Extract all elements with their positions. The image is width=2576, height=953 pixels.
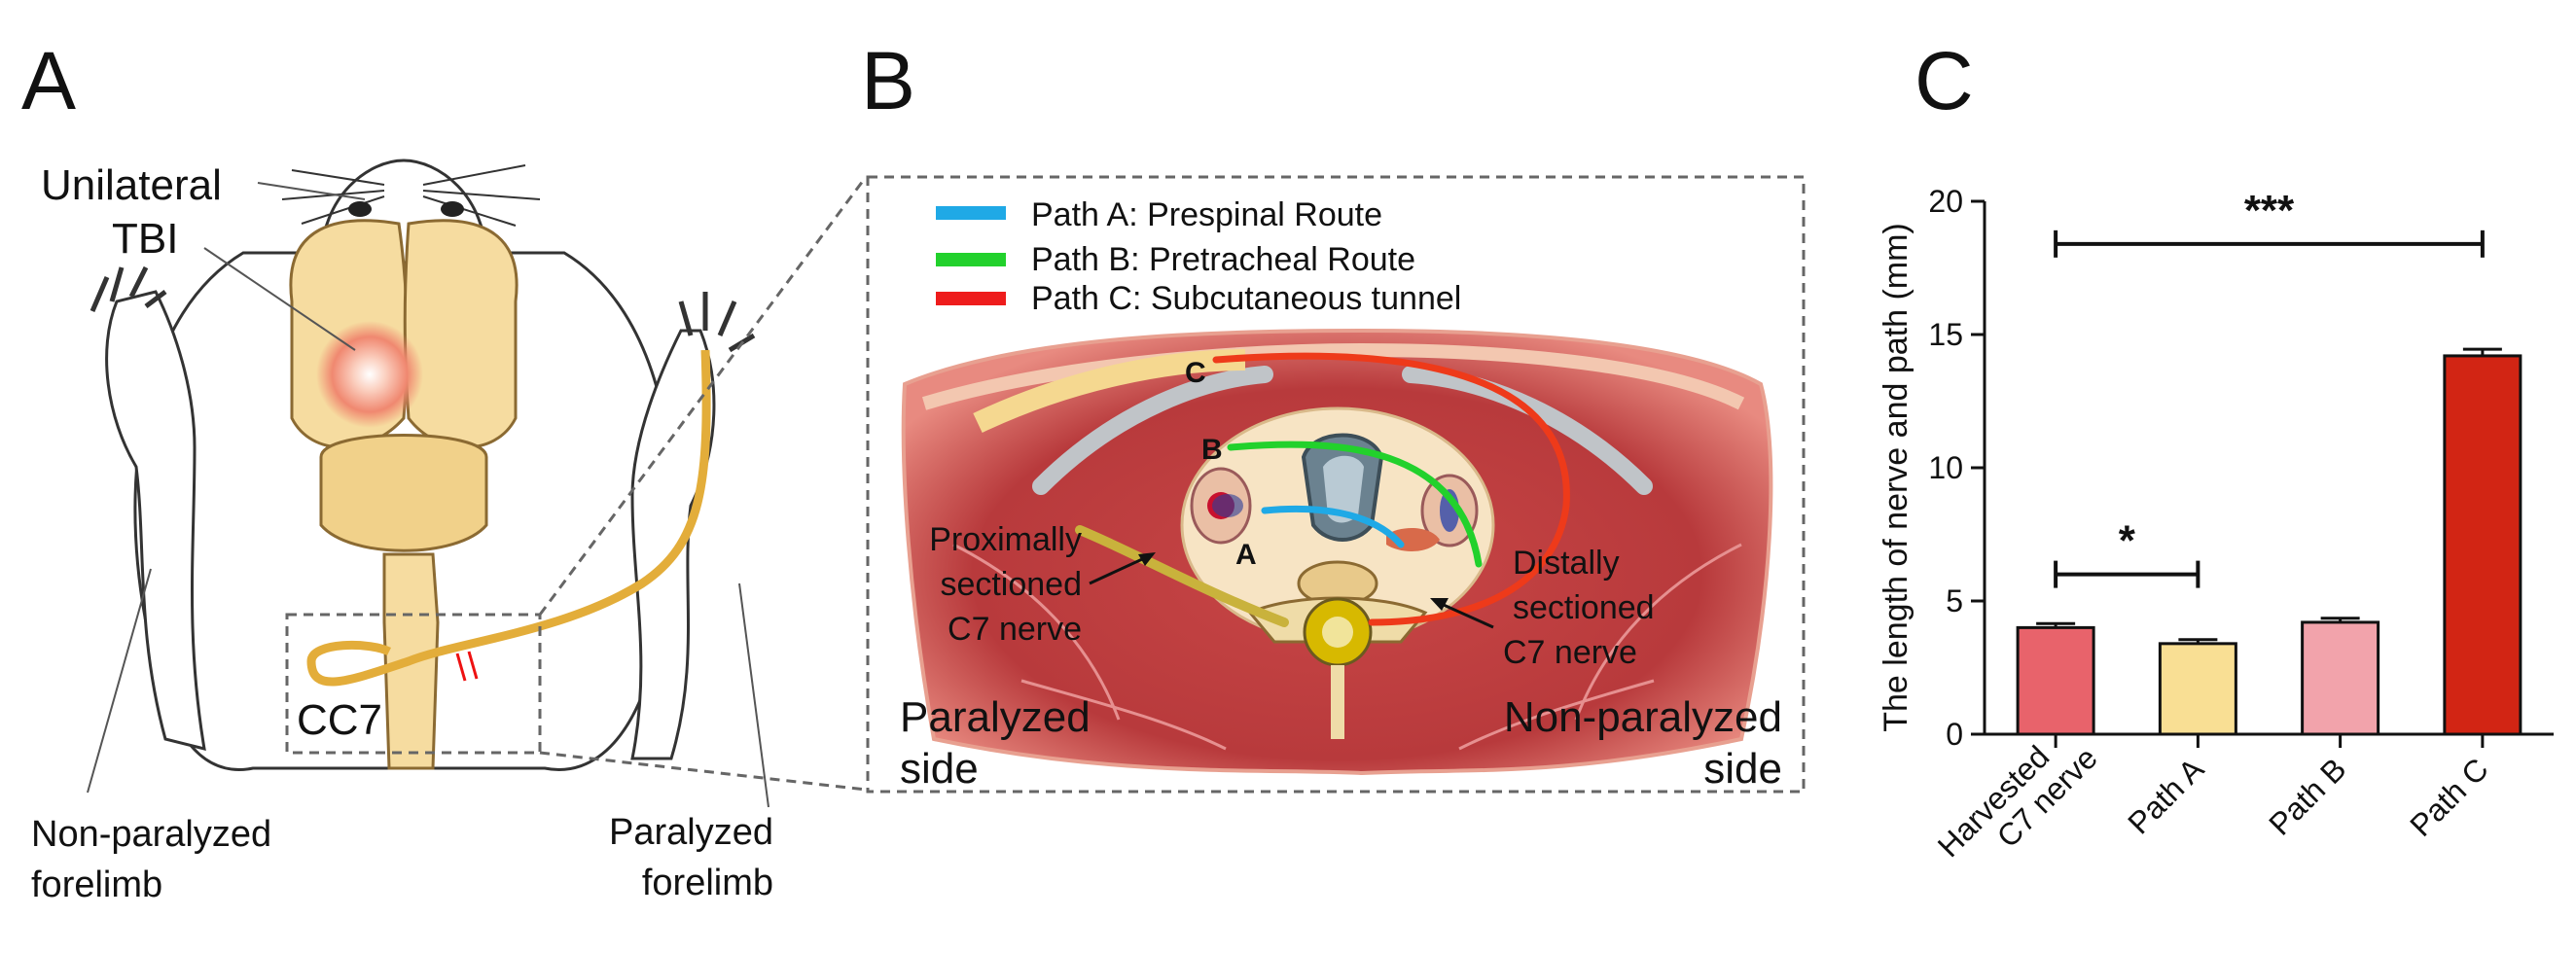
- legend-swatch-path-a: [936, 206, 1006, 220]
- y-tick-label: 5: [1946, 583, 1963, 618]
- nonparalyzed-side-line1: Non-paralyzed: [1504, 693, 1782, 741]
- path-c-marker: C: [1185, 357, 1206, 389]
- x-tick-label: Path C: [2403, 751, 2495, 843]
- bar: [2016, 625, 2095, 736]
- bar: [2443, 354, 2522, 736]
- distal-label-line1: Distally: [1513, 545, 1620, 582]
- path-a-marker: A: [1235, 539, 1257, 571]
- tbi-label-line2: TBI: [112, 215, 178, 263]
- proximal-label-line3: C7 nerve: [948, 611, 1082, 648]
- tbi-lesion: [316, 321, 423, 428]
- cc7-label: CC7: [297, 696, 382, 744]
- paralyzed-forelimb-line1: Paralyzed: [609, 812, 773, 853]
- x-tick-label: Path B: [2262, 751, 2352, 841]
- path-b-marker: B: [1201, 434, 1223, 466]
- panel-c-letter: C: [1914, 35, 1974, 126]
- legend-swatch-path-b: [936, 253, 1006, 266]
- y-tick-label: 20: [1928, 184, 1963, 219]
- rat-illustration: [87, 159, 868, 808]
- y-axis-title: The length of nerve and path (mm): [1878, 223, 1914, 732]
- distal-label-line3: C7 nerve: [1503, 634, 1637, 671]
- cc7-nerve: [306, 349, 711, 687]
- zoom-box: [285, 613, 542, 755]
- distal-arrow: [1434, 599, 1494, 629]
- legend-label-path-b: Path B: Pretracheal Route: [1031, 241, 1415, 278]
- significance-label: *: [2119, 517, 2136, 565]
- significance-label: ***: [2244, 187, 2295, 234]
- panel-b-letter: B: [861, 35, 915, 126]
- bar: [2158, 642, 2237, 736]
- path-c-line: [1212, 352, 1570, 626]
- panel-a-letter: A: [21, 35, 76, 126]
- legend-swatch-path-c: [936, 292, 1006, 305]
- nonparalyzed-side-line2: side: [1703, 745, 1782, 793]
- nonparalyzed-forelimb-line2: forelimb: [31, 865, 162, 905]
- bar: [2301, 620, 2380, 736]
- legend-label-path-c: Path C: Subcutaneous tunnel: [1031, 280, 1461, 317]
- y-tick-label: 0: [1946, 717, 1963, 752]
- paralyzed-side-line2: side: [900, 745, 979, 793]
- nonparalyzed-forelimb-line1: Non-paralyzed: [31, 814, 271, 855]
- proximal-label-line2: sectioned: [940, 566, 1082, 603]
- path-legend: Path A: Prespinal Route Path B: Pretrach…: [936, 196, 1461, 317]
- x-tick-label: Path A: [2121, 751, 2211, 841]
- y-tick-label: 10: [1928, 450, 1963, 485]
- path-b-line: [1227, 441, 1483, 568]
- distal-label-line2: sectioned: [1513, 589, 1655, 626]
- proximal-label-line1: Proximally: [929, 521, 1082, 558]
- paralyzed-forelimb-line2: forelimb: [642, 863, 773, 903]
- proximal-c7-nerve: [1075, 525, 1289, 627]
- y-tick-label: 15: [1928, 317, 1963, 352]
- tbi-label-line1: Unilateral: [41, 161, 222, 209]
- paralyzed-side-line1: Paralyzed: [900, 693, 1091, 741]
- legend-label-path-a: Path A: Prespinal Route: [1031, 196, 1382, 233]
- path-a-line: [1261, 505, 1405, 548]
